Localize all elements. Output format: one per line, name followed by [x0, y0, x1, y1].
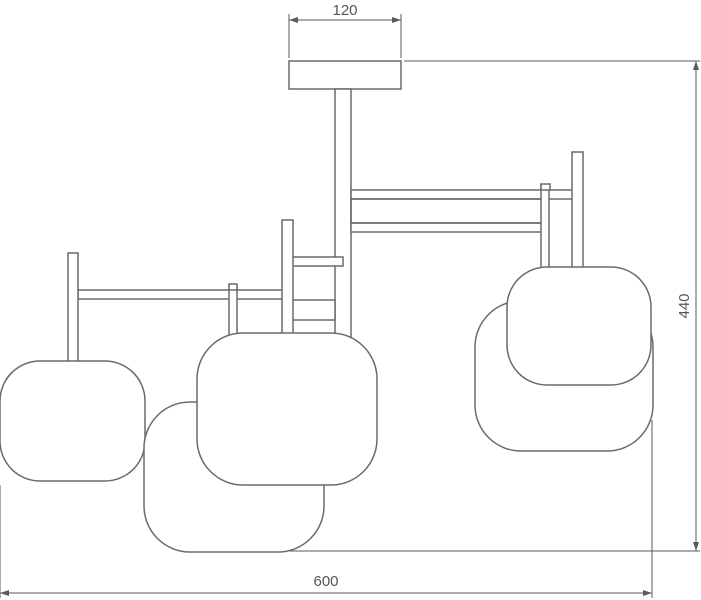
- ceiling-canopy: [288, 60, 402, 90]
- rod-left-far: [67, 252, 79, 364]
- arm-right-bracket: [350, 198, 548, 224]
- dim-top-arrow-right: [392, 17, 401, 23]
- dimension-top: 120: [288, 2, 402, 58]
- shade-right-front: [506, 266, 652, 386]
- rod-cap-left: [228, 283, 238, 291]
- dim-bottom-arrow-right: [643, 590, 652, 596]
- rod-cap-right: [540, 183, 551, 191]
- lamp-shades: [0, 266, 654, 553]
- rod-left-mid-front: [281, 219, 294, 339]
- arm-left-long: [77, 289, 285, 300]
- arm-left-short-lower: [291, 299, 336, 321]
- dim-top-label: 120: [332, 2, 357, 19]
- shade-left-far: [0, 360, 146, 482]
- dim-right-arrow-top: [693, 61, 699, 70]
- arm-left-short-upper: [291, 256, 344, 267]
- rod-right-back: [571, 151, 584, 271]
- dimension-right: 440: [290, 60, 700, 552]
- dim-bottom-arrow-left: [0, 590, 9, 596]
- arm-right-lower: [350, 222, 548, 233]
- dim-right-arrow-bottom: [693, 542, 699, 551]
- dimension-bottom: 600: [0, 420, 653, 598]
- dim-top-arrow-left: [289, 17, 298, 23]
- dim-bottom-label: 600: [313, 573, 338, 590]
- frame-structure: [67, 60, 584, 411]
- shade-left-mid-front: [196, 332, 378, 486]
- dim-right-label: 440: [676, 293, 693, 318]
- central-stem: [334, 88, 352, 338]
